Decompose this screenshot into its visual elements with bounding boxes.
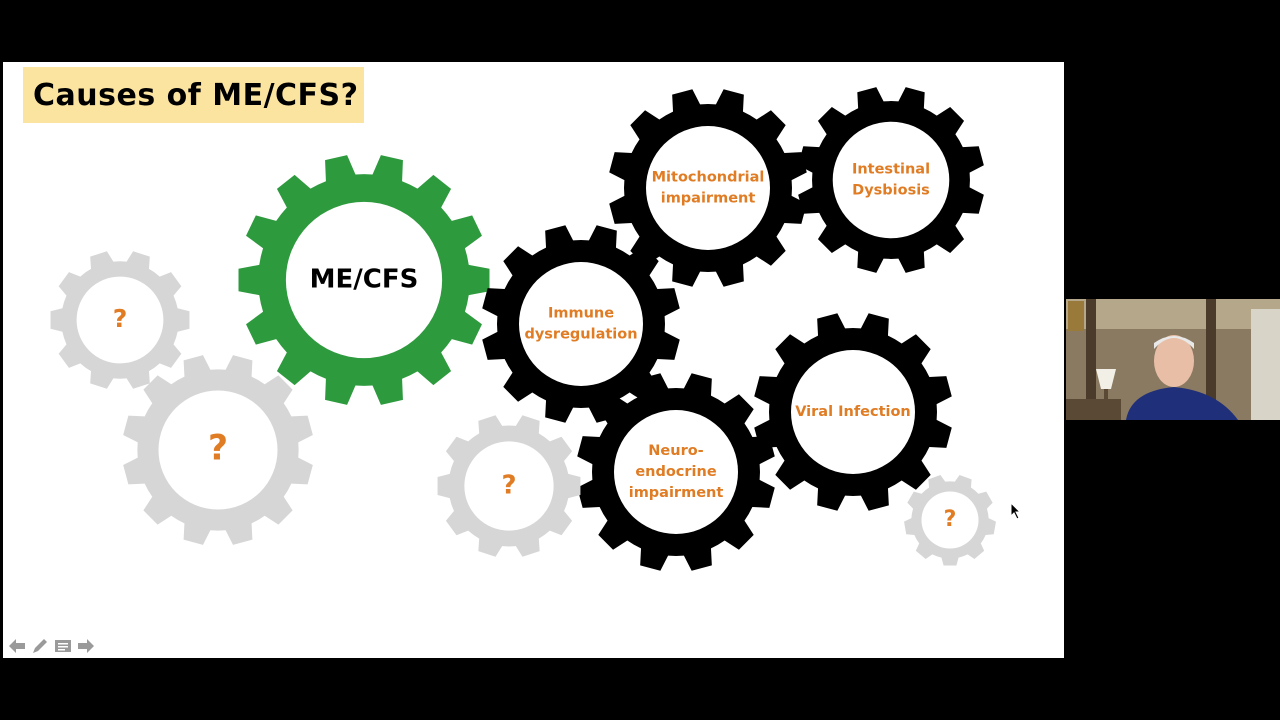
unknown-gear-8: ?	[437, 415, 581, 557]
gear-label: ?	[501, 471, 516, 501]
pen-icon[interactable]	[30, 636, 50, 656]
gear-center	[158, 390, 278, 510]
cause-gear-immune-dysregulation: Immune dysregulation	[482, 225, 680, 423]
slide-title-box: Causes of ME/CFS?	[23, 67, 364, 123]
gear-center	[285, 201, 443, 359]
gear-label: Immune	[548, 305, 614, 321]
presenter-video-icon	[1066, 299, 1280, 420]
arrow-left-icon[interactable]	[7, 636, 27, 656]
gear-label: impairment	[629, 485, 724, 501]
gear-center	[832, 121, 950, 239]
arrow-right-icon[interactable]	[76, 636, 96, 656]
slide-nav-controls	[7, 636, 96, 656]
cause-gear-neuro-endocrine-impairment: Neuro-endocrine impairment	[577, 373, 775, 571]
gear-label: Neuro-	[648, 443, 703, 459]
presentation-slide: ME/CFS?? Immune dysregulation Mitochondrial…	[3, 62, 1064, 658]
unknown-gear-2: ?	[123, 355, 313, 545]
mouse-cursor-icon	[1010, 501, 1022, 524]
gear-center	[76, 276, 164, 364]
slide-title: Causes of ME/CFS?	[33, 77, 359, 113]
main-gear-me-cfs: ME/CFS	[238, 155, 490, 405]
gear-label: ME/CFS	[310, 265, 419, 295]
gear-label: Intestinal	[852, 161, 930, 177]
gear-label: Viral Infection	[795, 404, 911, 420]
gear-label: ?	[208, 429, 228, 469]
gear-center	[519, 262, 643, 386]
menu-icon[interactable]	[53, 636, 73, 656]
gear-label: impairment	[661, 191, 756, 207]
cause-gear-mitochondrial-impairment: Mitochondrial impairment	[609, 89, 807, 287]
gear-label: endocrine	[635, 464, 717, 480]
gears-diagram: ME/CFS?? Immune dysregulation Mitochondrial…	[50, 87, 996, 571]
unknown-gear-9: ?	[904, 475, 996, 566]
gear-label: Dysbiosis	[852, 183, 930, 199]
gear-center	[791, 350, 915, 474]
gear-center	[614, 410, 738, 534]
gear-center	[464, 441, 554, 531]
gear-label: dysregulation	[524, 327, 637, 343]
gear-label: ?	[113, 304, 128, 333]
unknown-gear-1: ?	[50, 251, 190, 389]
cause-gear-viral-infection: Viral Infection	[754, 313, 952, 511]
gear-center	[921, 491, 979, 549]
gear-label: Mitochondrial	[652, 169, 765, 185]
gear-label: ?	[944, 507, 957, 532]
gear-center	[646, 126, 770, 250]
